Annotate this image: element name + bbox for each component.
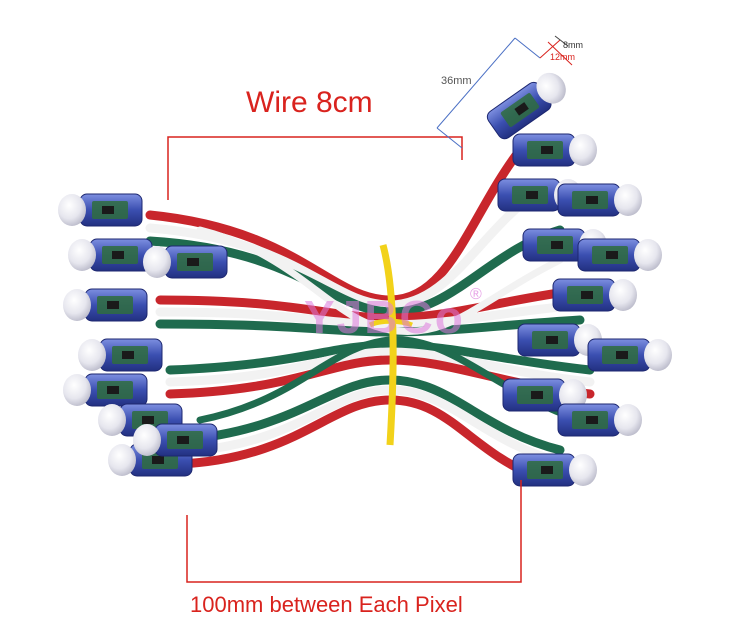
dimension-lines bbox=[436, 35, 573, 149]
led-diameter-label: 12mm bbox=[550, 52, 576, 62]
registered-mark: ® bbox=[470, 286, 482, 303]
right-pixel-modules bbox=[484, 66, 673, 487]
annotation-brackets bbox=[167, 136, 522, 583]
pixel-spacing-label: 100mm between Each Pixel bbox=[190, 592, 463, 617]
module-length-label: 36mm bbox=[441, 75, 472, 87]
pixel-spacing-bracket bbox=[186, 480, 522, 583]
wire-length-label: Wire 8cm bbox=[246, 86, 373, 119]
brand-watermark: YJBCo bbox=[304, 291, 465, 343]
module-width-label: 8mm bbox=[563, 40, 583, 50]
wire-length-bracket bbox=[167, 136, 463, 200]
